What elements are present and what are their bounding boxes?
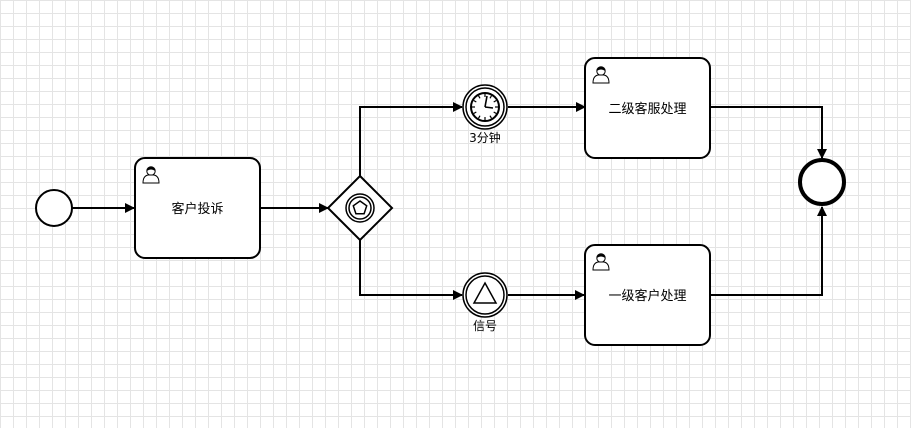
flow-task3-to-end[interactable] [710, 206, 827, 296]
signal-intermediate-event[interactable]: 信号 [462, 272, 508, 333]
task-label: 二级客服处理 [608, 101, 686, 117]
task-level2-service[interactable]: 二级客服处理 [584, 57, 711, 159]
task-label: 一级客户处理 [608, 288, 686, 304]
timer-intermediate-event[interactable]: 3分钟 [462, 84, 508, 145]
sequence-flows [72, 102, 827, 300]
task-level1-customer[interactable]: 一级客户处理 [584, 244, 711, 346]
event-based-gateway-pentagon-icon [345, 193, 375, 223]
flow-task2-to-end[interactable] [710, 106, 827, 159]
flow-gateway-to-signal[interactable] [359, 240, 463, 300]
timer-event-label: 3分钟 [469, 130, 501, 145]
end-event-circle[interactable] [798, 158, 846, 206]
clock-icon [470, 92, 500, 122]
start-event-circle[interactable] [35, 189, 73, 227]
task-label: 客户投诉 [171, 201, 223, 217]
signal-event-label: 信号 [473, 319, 497, 333]
flow-gateway-to-timer[interactable] [359, 102, 463, 176]
signal-triangle-icon [472, 281, 498, 304]
task-customer-complaint[interactable]: 客户投诉 [134, 157, 261, 259]
event-based-gateway[interactable] [326, 174, 394, 242]
